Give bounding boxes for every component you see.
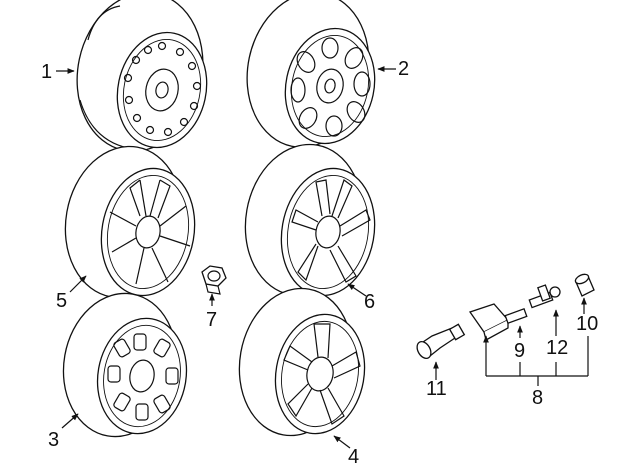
callout-10: 10: [576, 313, 599, 335]
lug-nut: [201, 265, 227, 295]
callout-12: 12: [546, 337, 569, 359]
callout-8: 8: [532, 387, 544, 409]
leader-lines: [56, 66, 589, 449]
callout-2: 2: [398, 58, 410, 80]
wheel-2-alloy: [246, 0, 376, 148]
wheel-1-steel: [76, 0, 208, 152]
wheel-3-alloy: [62, 292, 188, 438]
callout-3: 3: [48, 429, 60, 451]
wheel-6-alloy: [244, 143, 376, 297]
wheel-5-alloy: [64, 145, 196, 299]
callout-1: 1: [41, 61, 53, 83]
callout-6: 6: [364, 291, 376, 313]
wheel-4-alloy: [238, 287, 366, 437]
valve-stem: [416, 323, 466, 360]
callout-9: 9: [514, 340, 526, 362]
valve-cap: [574, 273, 595, 297]
valve-core: [528, 284, 561, 309]
tpms-sensor: [468, 303, 528, 341]
callout-11: 11: [426, 378, 447, 400]
callout-5: 5: [56, 290, 68, 312]
callout-7: 7: [206, 309, 218, 331]
callout-4: 4: [348, 446, 360, 468]
